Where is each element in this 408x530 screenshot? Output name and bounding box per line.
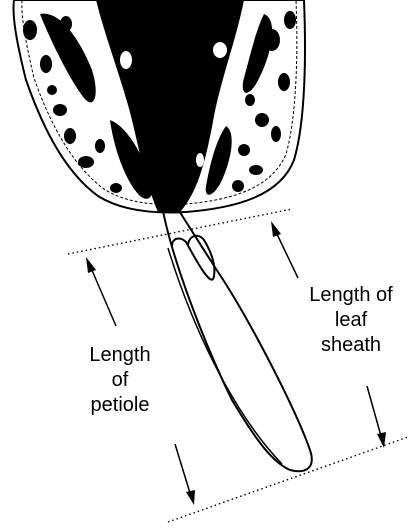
sheath-label-line: sheath [290,333,408,358]
petiole-length-arrow-up [86,257,116,326]
sheath-label-line: Length of [290,283,408,308]
sheath-length-arrow-up [271,221,298,278]
petiole-inner-line [168,248,282,464]
petiole-length-arrow-down [175,444,195,505]
leaf-blade [14,0,305,212]
sheath-label-line: leaf [290,308,408,333]
lower-dotted-reference-line [168,437,408,522]
petiole-label-line: Length [70,343,170,368]
leaf-sheath-length-label: Length of leaf sheath [290,283,408,358]
upper-dotted-reference-line [68,209,292,254]
sheath-length-arrow-down [367,386,386,448]
petiole-length-label: Length of petiole [70,343,170,418]
petiole-label-line: petiole [70,393,170,418]
petiole-label-line: of [70,368,170,393]
